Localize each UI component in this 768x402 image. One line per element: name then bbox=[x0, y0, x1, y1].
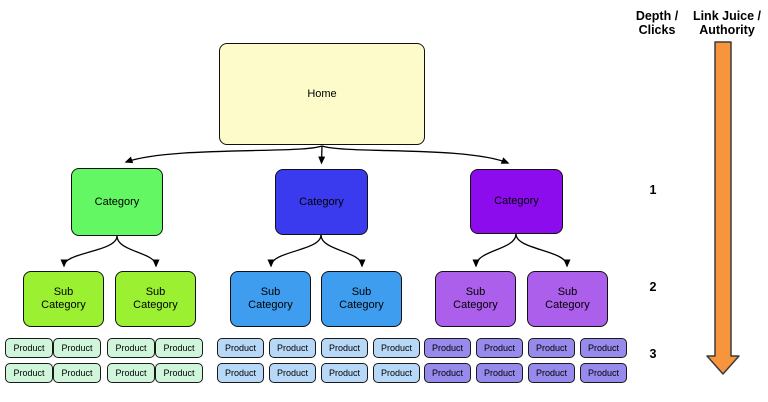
node-product: Product bbox=[373, 338, 420, 358]
product-row: Product Product Product Product bbox=[424, 363, 627, 383]
product-row: Product Product Product Product bbox=[217, 363, 420, 383]
node-product: Product bbox=[528, 338, 575, 358]
product-row: Product Product Product Product bbox=[5, 363, 203, 383]
node-product: Product bbox=[155, 363, 203, 383]
node-subcategory-6: Sub Category bbox=[527, 271, 608, 327]
node-category-1: Category bbox=[71, 168, 163, 236]
product-row: Product Product Product Product bbox=[5, 338, 203, 358]
product-row: Product Product Product Product bbox=[217, 338, 420, 358]
node-subcategory-3: Sub Category bbox=[230, 271, 311, 327]
depth-level-2: 2 bbox=[649, 280, 657, 294]
node-category-2: Category bbox=[275, 169, 368, 235]
node-product: Product bbox=[217, 338, 264, 358]
node-product: Product bbox=[476, 363, 523, 383]
edge-home-category-2 bbox=[318, 145, 326, 165]
edge-cat3-sub1 bbox=[472, 233, 517, 268]
node-product: Product bbox=[424, 338, 471, 358]
node-product: Product bbox=[5, 338, 53, 358]
node-subcategory-1: Sub Category bbox=[23, 271, 104, 327]
edge-cat2-sub2 bbox=[320, 234, 366, 268]
node-product: Product bbox=[107, 363, 155, 383]
node-product: Product bbox=[269, 338, 316, 358]
node-product: Product bbox=[53, 338, 101, 358]
node-product: Product bbox=[269, 363, 316, 383]
node-home: Home bbox=[219, 43, 425, 145]
link-juice-arrow bbox=[706, 41, 740, 375]
node-product: Product bbox=[424, 363, 471, 383]
node-category-3: Category bbox=[470, 169, 563, 234]
node-product: Product bbox=[580, 338, 627, 358]
edge-cat1-sub1 bbox=[60, 235, 118, 268]
node-product: Product bbox=[373, 363, 420, 383]
link-juice-header: Link Juice / Authority bbox=[688, 9, 766, 37]
node-product: Product bbox=[580, 363, 627, 383]
node-product: Product bbox=[155, 338, 203, 358]
depth-clicks-line2: Clicks bbox=[638, 23, 676, 37]
node-product: Product bbox=[476, 338, 523, 358]
product-row: Product Product Product Product bbox=[424, 338, 627, 358]
node-subcategory-2: Sub Category bbox=[115, 271, 196, 327]
node-product: Product bbox=[5, 363, 53, 383]
depth-clicks-header: Depth / Clicks bbox=[625, 9, 689, 37]
edge-cat3-sub2 bbox=[515, 233, 571, 268]
edge-home-category-3 bbox=[321, 145, 510, 164]
edge-cat2-sub1 bbox=[267, 234, 322, 268]
depth-level-3: 3 bbox=[649, 347, 657, 361]
edge-home-category-1 bbox=[124, 145, 323, 164]
node-product: Product bbox=[321, 363, 368, 383]
depth-level-1: 1 bbox=[649, 183, 657, 197]
node-product: Product bbox=[321, 338, 368, 358]
node-product: Product bbox=[217, 363, 264, 383]
node-product: Product bbox=[528, 363, 575, 383]
depth-clicks-line1: Depth / bbox=[635, 9, 679, 23]
link-juice-line2: Authority bbox=[699, 23, 755, 37]
node-product: Product bbox=[53, 363, 101, 383]
node-subcategory-5: Sub Category bbox=[435, 271, 516, 327]
edge-cat1-sub2 bbox=[116, 235, 160, 268]
node-product: Product bbox=[107, 338, 155, 358]
node-subcategory-4: Sub Category bbox=[321, 271, 402, 327]
link-juice-line1: Link Juice / bbox=[692, 9, 762, 23]
